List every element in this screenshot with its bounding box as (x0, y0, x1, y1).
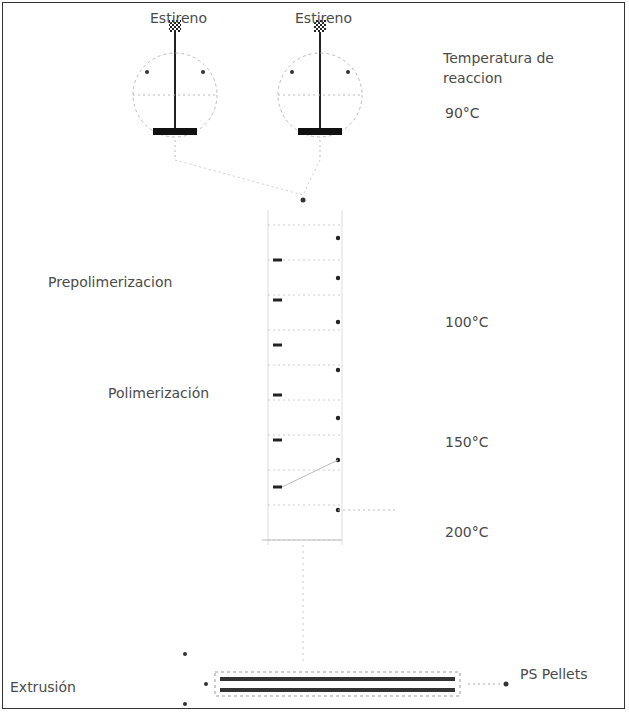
tray-line (268, 505, 342, 506)
tray-dot (336, 368, 340, 372)
nozzle-dot (290, 70, 294, 74)
process-label: PS Pellets (520, 664, 590, 684)
outlet-line (175, 140, 176, 160)
process-label: Polimerización (108, 383, 209, 403)
tray-line (268, 295, 342, 296)
internal-line (282, 460, 338, 487)
process-label: 150°C (445, 432, 489, 452)
tray-line (268, 365, 342, 366)
tray-line (268, 260, 342, 261)
reactor-jacket (278, 53, 362, 137)
process-label: Estireno (150, 8, 207, 28)
process-label: Extrusión (10, 677, 76, 697)
level-line (278, 95, 362, 96)
process-label: 200°C (445, 522, 489, 542)
tray-dot (336, 320, 340, 324)
tray-mark (273, 486, 282, 489)
level-line (133, 95, 217, 96)
tray-mark (273, 344, 282, 347)
feed-dot (301, 198, 306, 203)
column-wall (342, 210, 343, 545)
feed-line (303, 160, 320, 195)
outlet-line (303, 545, 304, 665)
process-label: Prepolimerizacion (48, 272, 172, 292)
tray-line (268, 225, 342, 226)
feed-line (175, 160, 303, 195)
tray-mark (273, 259, 282, 262)
agitator-shaft (319, 32, 321, 130)
process-label: Temperatura de reaccion (443, 48, 583, 88)
tray-line (268, 400, 342, 401)
impeller-bar (298, 128, 342, 135)
tray-dot (336, 236, 340, 240)
column-base (262, 540, 342, 541)
reactor-jacket (133, 53, 217, 137)
tray-mark (273, 439, 282, 442)
tray-line (268, 330, 342, 331)
tray-mark (273, 394, 282, 397)
reactor-group (133, 20, 362, 195)
polymerization-column (262, 198, 395, 666)
nozzle-dot (145, 70, 149, 74)
tray-dot (336, 276, 340, 280)
extruder-symbol (183, 652, 509, 706)
tray-line (268, 470, 342, 471)
agitator-shaft (174, 32, 176, 130)
process-label: 100°C (445, 312, 489, 332)
tray-mark (273, 299, 282, 302)
nozzle-dot (201, 70, 205, 74)
impeller-bar (153, 128, 197, 135)
tray-dot (336, 416, 340, 420)
side-line (338, 510, 395, 511)
nozzle-dot (346, 70, 350, 74)
process-label: Estireno (295, 8, 352, 28)
outlet-line (320, 140, 321, 160)
process-label: 90°C (445, 103, 480, 123)
tray-line (268, 435, 342, 436)
